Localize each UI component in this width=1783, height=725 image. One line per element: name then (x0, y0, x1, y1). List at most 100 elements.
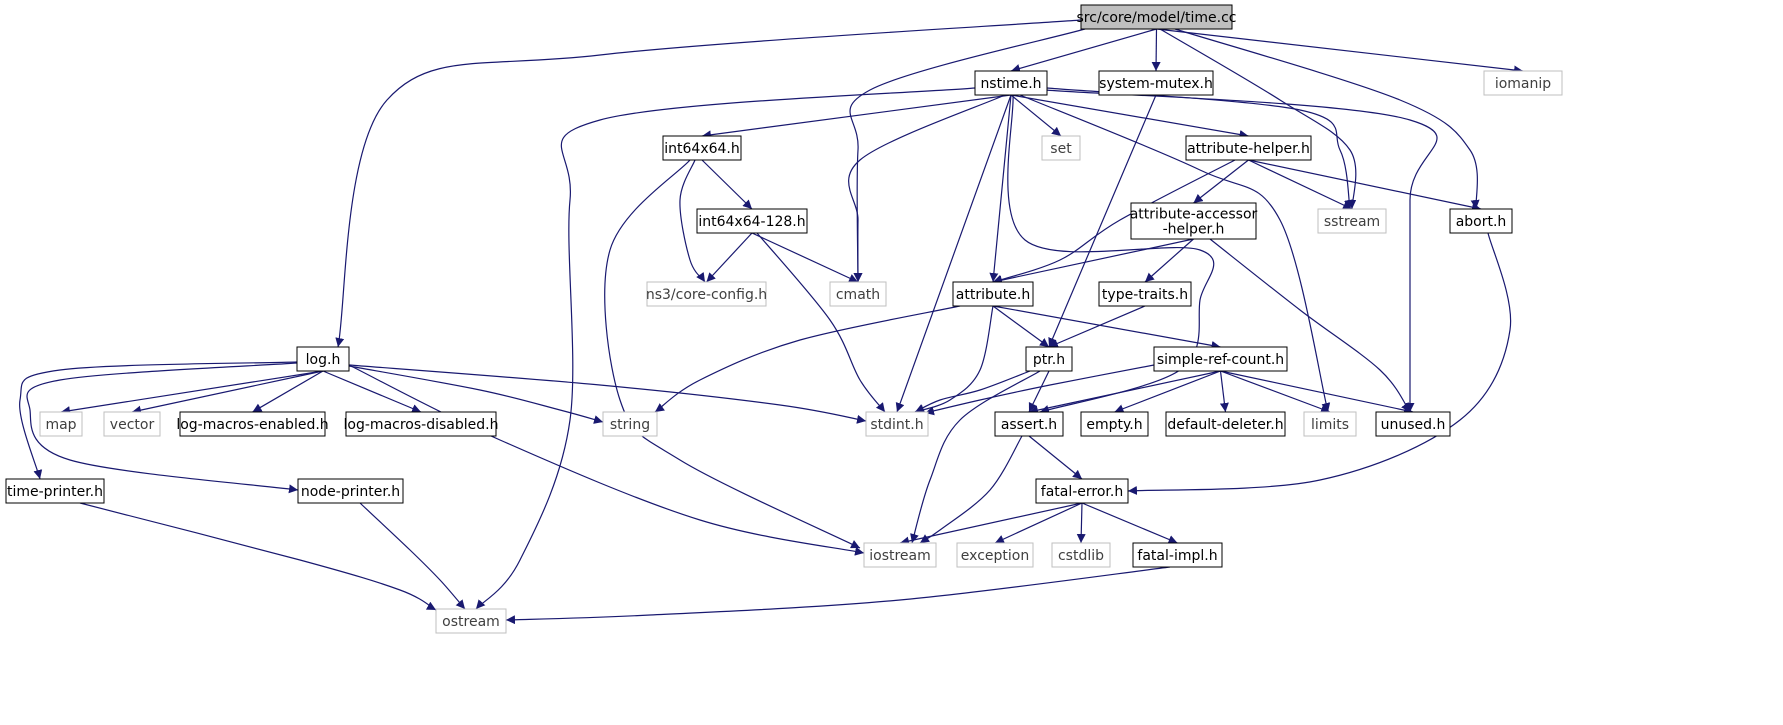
edge-int64x64-128-to-stdint (756, 232, 886, 413)
node-log-macros-disabled[interactable]: log-macros-disabled.h (344, 411, 499, 437)
node-label: log-macros-enabled.h (176, 417, 328, 433)
edge-simple-ref-count-to-default-deleter (1219, 370, 1229, 413)
node-box (865, 411, 929, 437)
edge-time-cc-to-log (335, 19, 1082, 348)
node-box (1303, 411, 1357, 437)
edge-ptr-to-iostream (910, 370, 1041, 544)
node-int64x64[interactable]: int64x64.h (662, 135, 742, 161)
edge-log-to-log-macros-enabled (252, 370, 324, 413)
node-nstime[interactable]: nstime.h (974, 70, 1048, 96)
edge-ptr-to-assert (1028, 370, 1050, 413)
edge-simple-ref-count-to-empty (1114, 370, 1221, 413)
node-exception: exception (956, 542, 1034, 568)
edge-nstime-to-assert (1007, 94, 1215, 414)
edge-nstime-to-int64x64 (701, 94, 1012, 140)
node-label: attribute.h (956, 287, 1030, 303)
node-label: vector (110, 417, 155, 433)
edge-int64x64-128-to-ns3-core-config (706, 232, 753, 283)
node-label: fatal-error.h (1041, 484, 1123, 500)
node-attribute-helper[interactable]: attribute-helper.h (1185, 135, 1312, 161)
node-set: set (1041, 135, 1081, 161)
node-label: sstream (1324, 214, 1380, 230)
node-simple-ref-count[interactable]: simple-ref-count.h (1153, 346, 1288, 372)
node-label: empty.h (1086, 417, 1142, 433)
edge-nstime-to-attribute-helper (1010, 94, 1249, 139)
node-log-macros-enabled[interactable]: log-macros-enabled.h (176, 411, 329, 437)
edge-fatal-impl-to-ostream (505, 566, 1171, 625)
edge-node-printer-to-ostream (359, 502, 466, 610)
edge-fatal-error-to-cstdlib (1076, 502, 1086, 544)
node-box (974, 70, 1048, 96)
edge-ptr-to-stdint (914, 370, 1031, 413)
edge-log-to-vector (131, 370, 324, 415)
node-box (1483, 70, 1563, 96)
node-time-cc[interactable]: src/core/model/time.cc (1077, 4, 1237, 30)
node-box (1080, 411, 1149, 437)
edge-attribute-accessor-to-attribute (992, 238, 1194, 285)
node-attribute-accessor[interactable]: attribute-accessor-helper.h (1130, 202, 1258, 240)
node-empty[interactable]: empty.h (1080, 411, 1149, 437)
node-box (1132, 542, 1223, 568)
node-label: cstdlib (1058, 548, 1104, 564)
node-label: simple-ref-count.h (1157, 352, 1284, 368)
edge-int64x64-to-iostream (604, 159, 861, 549)
node-label: int64x64.h (664, 141, 740, 157)
node-label: -helper.h (1163, 222, 1225, 238)
edge-simple-ref-count-to-stdint (924, 364, 1155, 416)
node-system-mutex[interactable]: system-mutex.h (1098, 70, 1214, 96)
node-box (435, 608, 507, 634)
edge-attribute-helper-to-attribute (992, 159, 1236, 284)
edge-log-to-node-printer (26, 362, 299, 494)
node-box (1098, 70, 1214, 96)
node-label: limits (1311, 417, 1349, 433)
node-log[interactable]: log.h (296, 346, 350, 372)
node-box (1130, 202, 1257, 240)
edge-attribute-to-simple-ref-count (992, 305, 1221, 350)
edge-log-to-stdint (348, 364, 867, 424)
node-box (5, 478, 105, 504)
edge-attribute-to-ptr (992, 305, 1050, 348)
node-node-printer[interactable]: node-printer.h (297, 478, 404, 504)
node-unused[interactable]: unused.h (1375, 411, 1451, 437)
node-box (863, 542, 937, 568)
node-abort[interactable]: abort.h (1449, 208, 1513, 234)
node-default-deleter[interactable]: default-deleter.h (1165, 411, 1286, 437)
node-assert[interactable]: assert.h (994, 411, 1064, 437)
node-label: set (1050, 141, 1072, 157)
node-time-printer[interactable]: time-printer.h (5, 478, 105, 504)
node-ostream: ostream (435, 608, 507, 634)
node-sstream: sstream (1317, 208, 1387, 234)
node-box (1098, 281, 1192, 307)
node-fatal-impl[interactable]: fatal-impl.h (1132, 542, 1223, 568)
node-label: node-printer.h (301, 484, 400, 500)
node-label: ostream (442, 614, 500, 630)
node-attribute[interactable]: attribute.h (952, 281, 1034, 307)
node-box (1041, 135, 1081, 161)
edges-layer (19, 19, 1524, 625)
node-label: map (45, 417, 76, 433)
node-box (297, 478, 404, 504)
node-label: string (610, 417, 650, 433)
node-stdint: stdint.h (865, 411, 929, 437)
edge-assert-to-iostream (919, 435, 1023, 544)
node-box (646, 281, 767, 307)
edge-nstime-to-attribute (989, 94, 1012, 283)
edge-log-to-map (60, 370, 324, 416)
node-label: iomanip (1495, 76, 1551, 92)
node-type-traits[interactable]: type-traits.h (1098, 281, 1192, 307)
edge-time-cc-to-sstream (1159, 28, 1357, 210)
node-box (1080, 4, 1233, 30)
edge-type-traits-to-ptr (1048, 305, 1146, 348)
node-int64x64-128[interactable]: int64x64-128.h (696, 208, 808, 234)
edge-int64x64-to-int64x64-128 (701, 159, 753, 210)
edge-time-printer-to-ostream (79, 502, 437, 611)
node-box (662, 135, 742, 161)
edge-attribute-accessor-to-type-traits (1144, 238, 1194, 283)
node-box (296, 346, 350, 372)
node-label: attribute-helper.h (1187, 141, 1310, 157)
node-cstdlib: cstdlib (1051, 542, 1111, 568)
node-ptr[interactable]: ptr.h (1025, 346, 1073, 372)
node-box (39, 411, 83, 437)
node-fatal-error[interactable]: fatal-error.h (1035, 478, 1129, 504)
node-box (345, 411, 497, 437)
